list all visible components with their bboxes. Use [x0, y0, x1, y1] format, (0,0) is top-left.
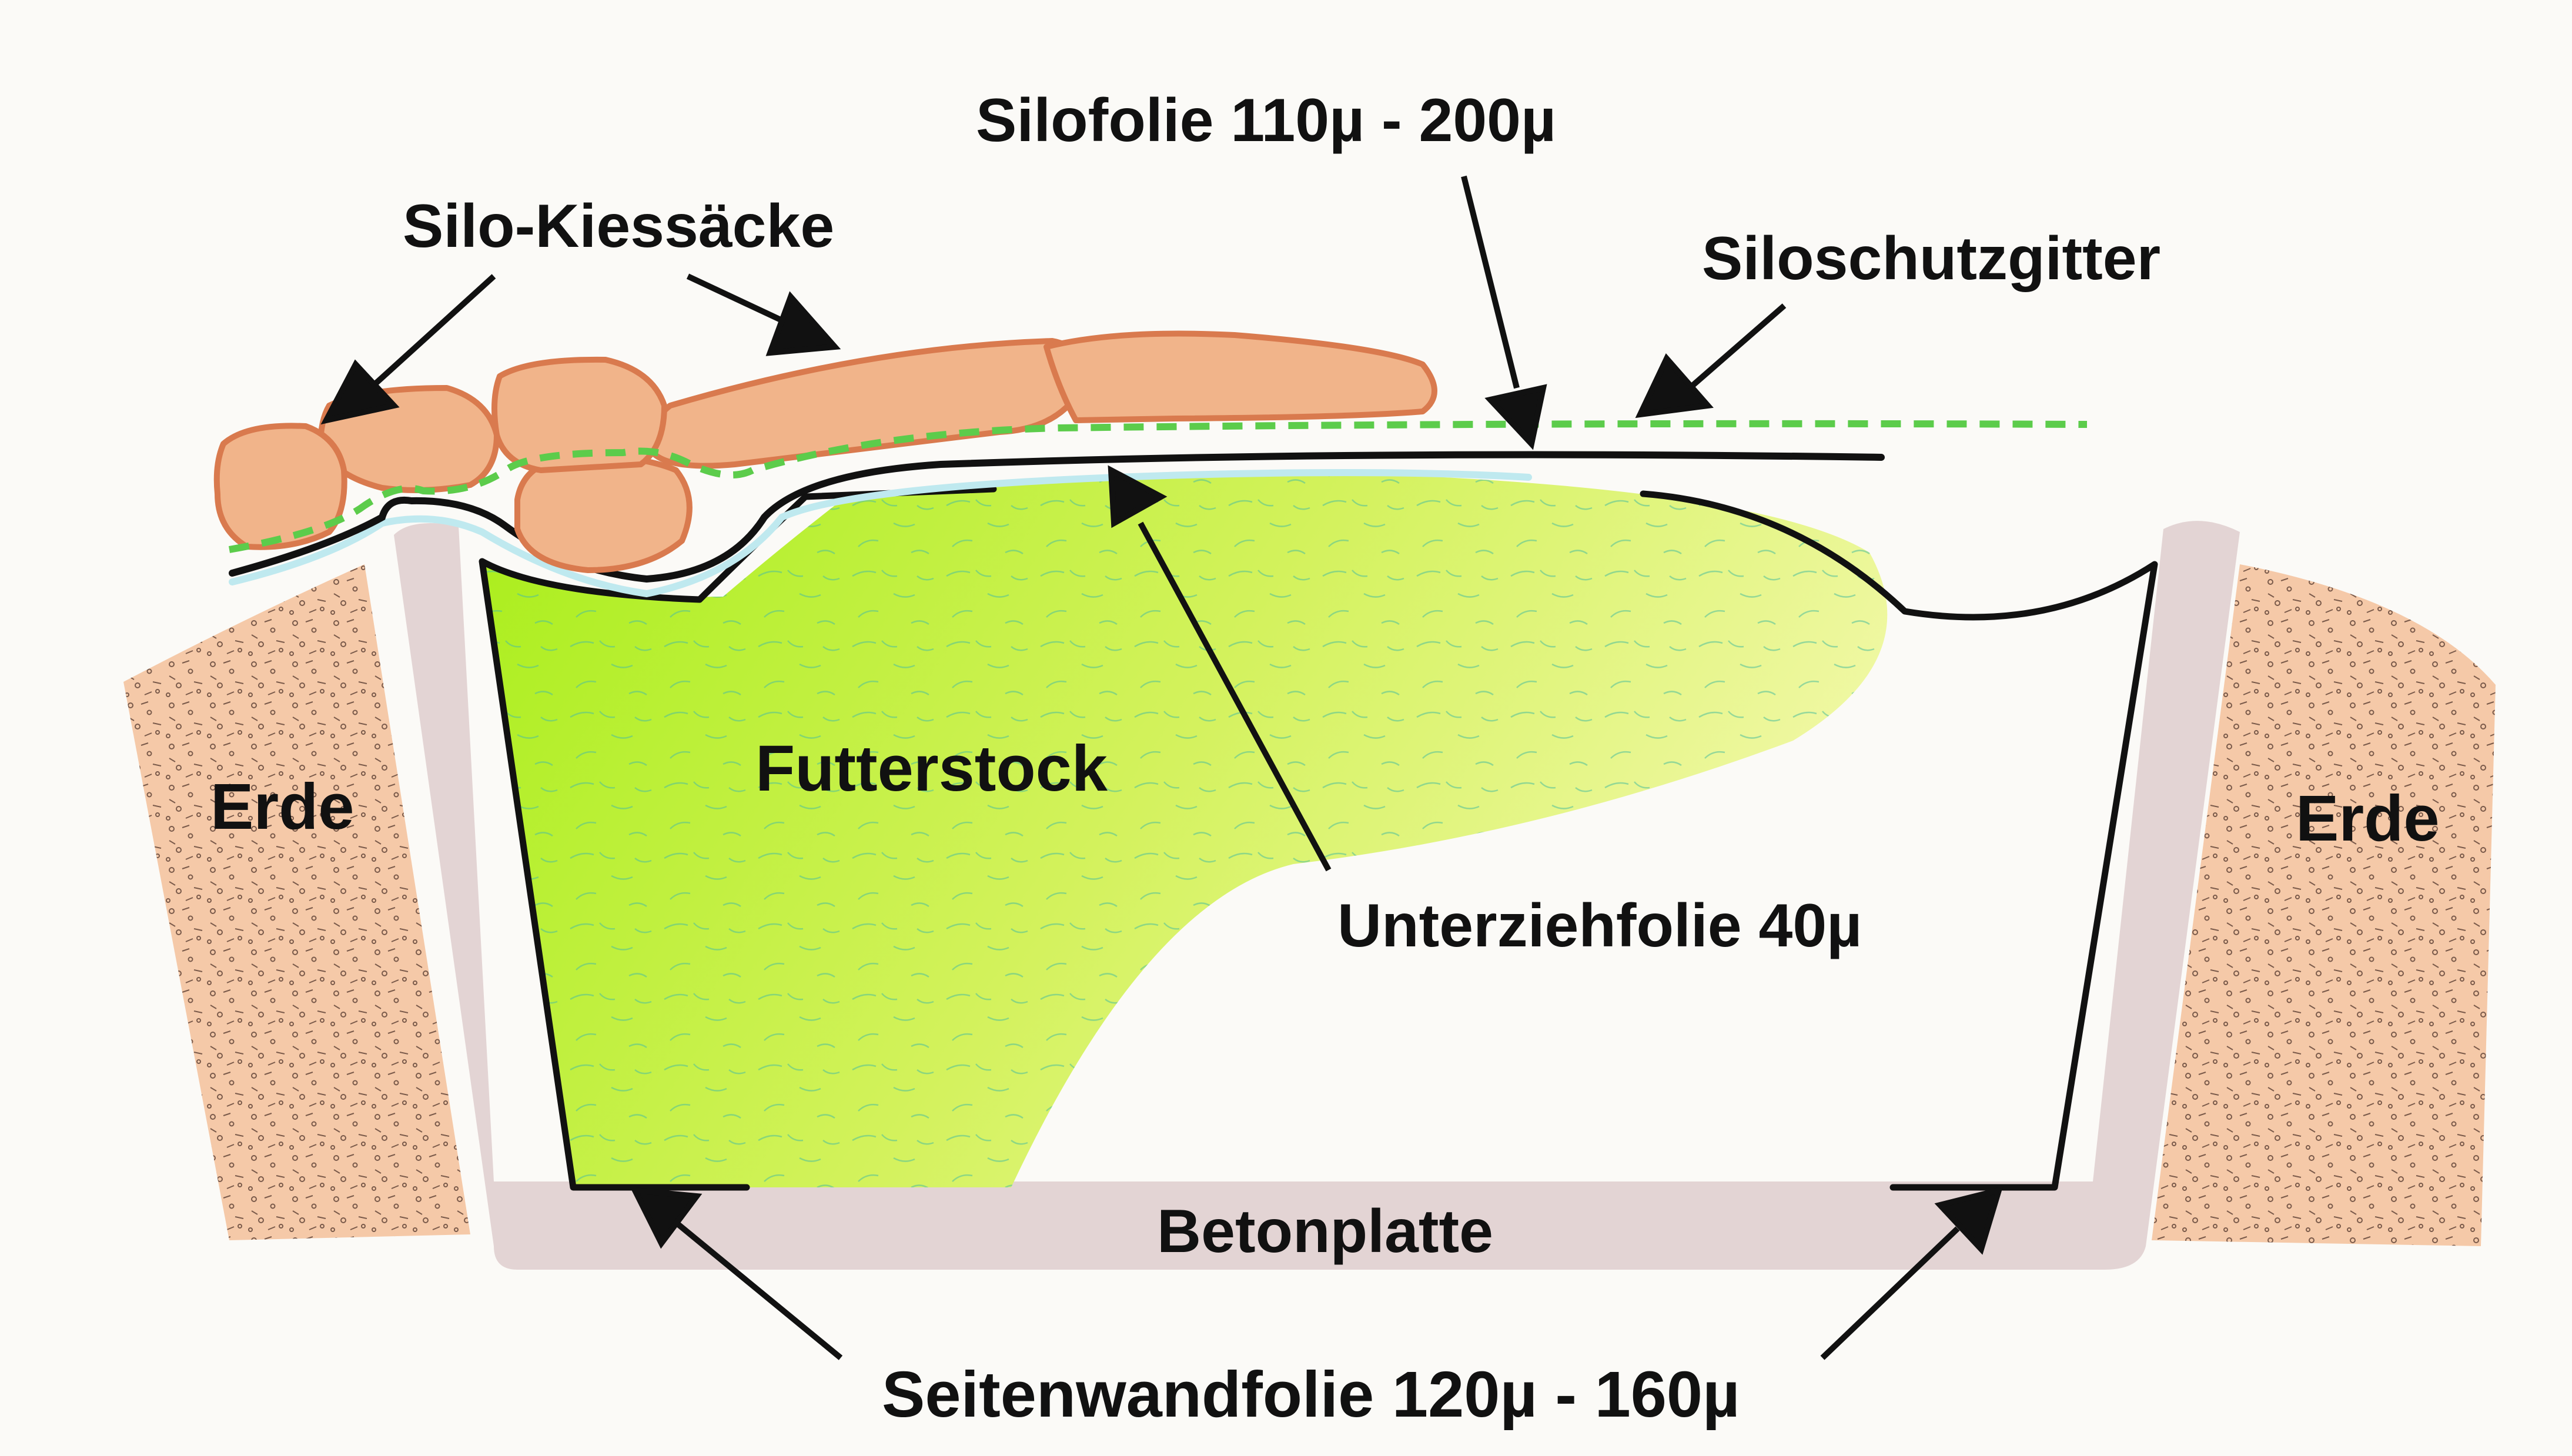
arrow-siloschutzgitter	[1635, 303, 1787, 419]
arrow-seitenwand-right	[1820, 1186, 2004, 1360]
label-silofolie: Silofolie 110µ - 200µ	[976, 86, 1556, 155]
earth-right	[2152, 564, 2496, 1246]
earth-left	[123, 564, 470, 1240]
label-erde-left: Erde	[210, 771, 354, 843]
arrow-kiessaecke-left	[320, 274, 496, 425]
label-betonplatte: Betonplatte	[1157, 1197, 1493, 1266]
label-siloschutzgitter: Siloschutzgitter	[1702, 225, 2160, 293]
sidewall-film-right	[1640, 490, 2158, 1191]
arrow-seitenwand-left	[630, 1187, 843, 1360]
label-unterziehfolie: Unterziehfolie 40µ	[1337, 892, 1862, 960]
arrows	[320, 175, 2004, 1360]
label-seitenwandfolie: Seitenwandfolie 120µ - 160µ	[882, 1358, 1740, 1431]
label-erde-right: Erde	[2296, 782, 2440, 855]
concrete-structure	[394, 521, 2240, 1270]
arrow-kiessaecke-right	[686, 273, 841, 356]
label-futterstock: Futterstock	[755, 732, 1108, 805]
silage-film	[229, 451, 1885, 583]
label-silo-kiessaecke: Silo-Kiessäcke	[403, 192, 834, 260]
feed-stock-texture	[482, 473, 1888, 1187]
arrow-unterziehfolie	[1108, 465, 1332, 872]
underlay-film	[229, 469, 1532, 598]
gravel-bags	[213, 330, 1437, 573]
arrow-silofolie	[1461, 175, 1547, 450]
